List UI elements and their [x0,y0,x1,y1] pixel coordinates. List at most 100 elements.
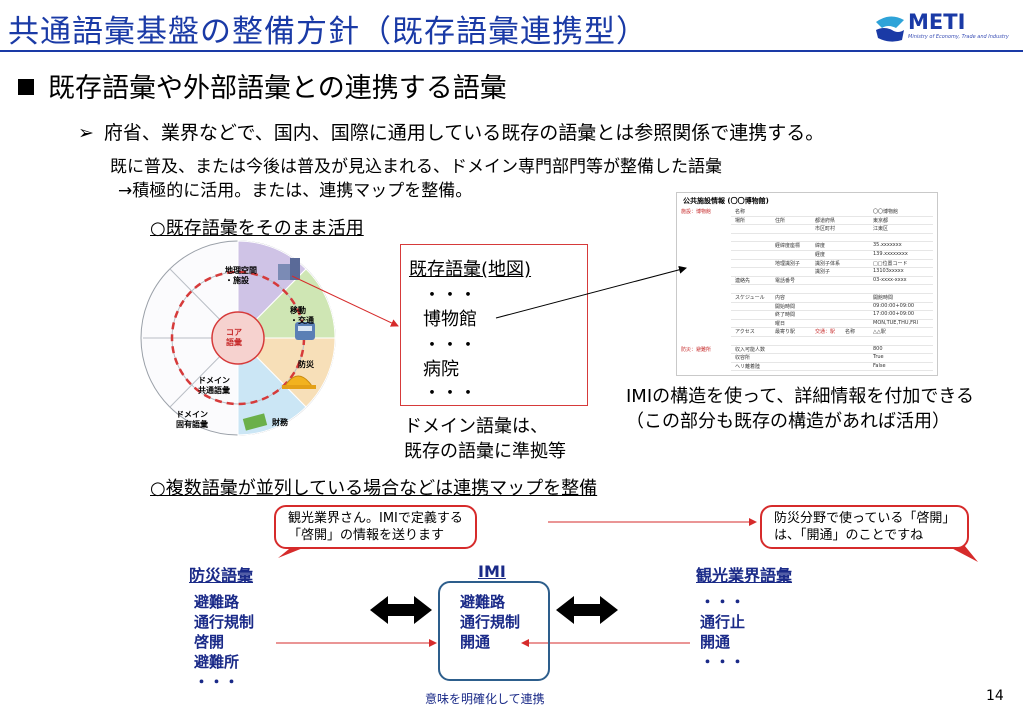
double-arrow-left-icon [370,596,432,624]
callout-left-line-1: 観光業界さん。IMIで定義する [288,511,463,526]
table-row-divider [731,327,933,329]
table-cell: 17:00:00+09:00 [873,311,915,318]
imi-note-line-1: IMIの構造を使って、詳細情報を付加できる [626,386,974,407]
table-title: 公共施設情報 (〇〇博物館) [683,197,769,205]
map-item-hospital: 病院 [423,359,459,380]
table-cell: 緯度 [815,243,826,250]
table-cell: 江東区 [873,226,889,233]
table-cell: 800 [873,345,883,352]
list-item: 避難所 [194,653,240,671]
table-row-divider [731,344,933,346]
tourism-vocab-list: ・・・ 通行止 開通 ・・・ [700,592,745,672]
segment-disaster-label: 防災 [298,360,314,369]
map-box-heading: 既存語彙(地図) [409,259,532,280]
table-row-divider [731,310,933,312]
list-item: 開通 [700,633,731,651]
list-item: ・・・ [194,673,240,691]
money-icon [242,413,268,431]
table-cell: 開始時間 [775,303,796,310]
map-dots-1: ・・・ [423,285,477,306]
domain-note-line-2: 既存の語彙に準拠等 [404,441,566,462]
segment-finance-label: 財務 [272,418,288,427]
main-bullet-text: 既存語彙や外部語彙との連携する語彙 [48,73,507,104]
list-item: 通行規制 [460,613,521,631]
table-cell: 開館時間 [873,295,894,301]
section2-heading: ○複数語彙が並列している場合などは連携マップを整備 [150,478,598,499]
table-cell: 場所 [735,217,746,224]
table-cell: □□位置コード [873,260,908,267]
table-cell: 曜日 [775,320,786,327]
table-cell: 連絡先 [735,277,751,284]
table-row-divider [731,258,933,260]
description-line-1: 既に普及、または今後は普及が見込まれる、ドメイン専門部門等が整備した語彙 [110,157,722,177]
table-cell: 収入可能人数 [735,346,766,353]
table-cell: False [873,362,886,369]
core-circle [211,311,265,365]
existing-vocab-map-box: 既存語彙(地図) ・・・ 博物館 ・・・ 病院 ・・・ [400,244,588,406]
disaster-vocab-heading: 防災語彙 [189,566,254,585]
list-item: 開通 [460,633,491,651]
table-row-divider [731,250,933,251]
table-cell: 防災：避難所 [681,346,712,353]
table-row-divider [731,293,933,294]
logo-subtext: Ministry of Economy, Trade and Industry [908,34,1009,40]
domain-note-line-1: ドメイン語彙は、 [404,416,548,437]
callout-right: 防災分野で使っている「啓開」 は、「開通」のことですね [760,505,970,549]
table-cell: 139.xxxxxxxx [873,251,908,257]
table-row-divider [731,241,933,243]
table-cell: 住所 [775,217,786,224]
map-to-table-arrow [495,265,687,319]
callout-left: 観光業界さん。IMIで定義する 「啓開」の情報を送ります [274,505,477,549]
list-item: ・・・ [700,653,746,671]
outer-label: ドメイン 固有語彙 [176,410,208,429]
callout-right-line-1: 防災分野で使っている「啓開」 [774,511,956,526]
table-row-divider [731,353,933,355]
table-cell: 電話番号 [775,277,796,284]
table-cell: 13103xxxxx [873,268,904,275]
title-underline [0,50,1023,52]
table-cell: 35.xxxxxxx [873,242,902,249]
description-line-2: →積極的に活用。または、連携マップを整備。 [118,181,473,201]
facility-info-table: 公共施設情報 (〇〇博物館) 施設：博物館名称〇〇博物館場所住所都道府県東京都市… [676,192,938,376]
table-cell: 識別子体系 [815,260,841,267]
callout-left-line-2: 「啓開」の情報を送ります [288,528,445,543]
page-title: 共通語彙基盤の整備方針（既存語彙連携型） [8,14,648,50]
transport-segment [236,268,336,339]
list-item: 避難路 [460,593,506,611]
ring-label: ドメイン 共通語彙 [198,376,230,395]
table-row-divider [731,318,933,320]
segment-geo-label: 地理空間 ・施設 [225,266,257,285]
table-row-divider [731,301,933,303]
arrow-bullet-icon: ➢ [78,122,94,144]
table-cell: △△駅 [873,329,886,336]
table-row-divider [731,370,933,372]
table-cell: 交通：駅 [815,329,836,336]
table-cell: アクセス [735,329,755,336]
table-cell: True [873,354,884,361]
domain-note: ドメイン語彙は、 既存の語彙に準拠等 [404,414,566,464]
table-row-divider [731,224,933,226]
page-number: 14 [986,688,1004,704]
tourism-vocab-heading: 観光業界語彙 [696,566,793,585]
square-bullet-icon [18,79,34,95]
map-dots-3: ・・・ [423,383,477,404]
core-label: コア 語彙 [226,328,242,347]
vocabulary-wheel-diagram [140,240,336,436]
table-cell: 終了時間 [775,312,796,319]
main-bullet: 既存語彙や外部語彙との連携する語彙 [18,66,507,105]
list-item: ・・・ [700,593,746,611]
list-item: 避難路 [194,593,240,611]
table-row-divider [731,275,933,277]
table-cell: スケジュール [735,295,765,301]
sub-bullet-text: 府省、業界などで、国内、国際に通用している既存の語彙とは参照関係で連携する。 [103,122,825,144]
finance-segment [237,336,307,436]
imi-box [438,581,550,681]
double-arrow-right-icon [556,596,618,624]
table-cell: 市区町村 [815,226,836,233]
table-row-divider [731,284,933,286]
table-cell: 地理識別子 [775,260,801,267]
meti-logo-icon [876,16,904,42]
table-row-divider [731,215,933,217]
list-item: 啓開 [194,633,225,651]
table-cell: 名称 [845,329,856,336]
